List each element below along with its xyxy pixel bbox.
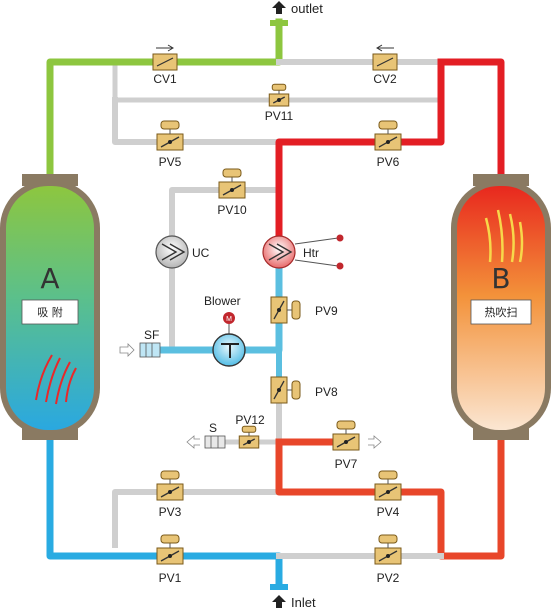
actuator-icon (378, 120, 398, 130)
tower-b: B 热吹扫 (451, 174, 551, 440)
hot-flow-arrows-icon (484, 209, 524, 263)
blower-label: Blower (204, 294, 241, 308)
arrow-left-icon (376, 44, 394, 52)
motor-icon (223, 312, 235, 324)
pipe-red-b-top (437, 58, 505, 189)
pv11-label: PV11 (265, 109, 294, 123)
valve-pv2[interactable]: PV2 (374, 534, 402, 585)
actuator-icon (291, 380, 301, 400)
pv8-label: PV8 (315, 385, 338, 399)
check-valve-cv2[interactable]: CV2 (372, 44, 398, 86)
heater-coil-icon (268, 243, 293, 261)
heater-htr: Htr (262, 234, 344, 270)
pv3-label: PV3 (159, 505, 182, 519)
arrow-right-icon (156, 44, 174, 52)
pv12-label: PV12 (235, 413, 265, 427)
pv5-label: PV5 (159, 155, 182, 169)
outlet-arrow-icon (272, 1, 286, 14)
sf-label: SF (144, 328, 159, 342)
motor-label: M (226, 316, 232, 323)
valve-pv7[interactable]: PV7 (332, 420, 360, 471)
cooler-uc: UC (155, 235, 210, 269)
pv10-label: PV10 (217, 203, 247, 217)
actuator-icon (271, 83, 287, 91)
tower-a-label: 吸 附 (37, 305, 63, 319)
vent-arrow-icon (186, 435, 200, 449)
valve-pv10[interactable]: PV10 (217, 168, 247, 217)
pv9-label: PV9 (315, 304, 338, 318)
actuator-icon (241, 425, 257, 433)
valve-pv1[interactable]: PV1 (156, 534, 184, 585)
tower-b-label: 热吹扫 (485, 306, 518, 319)
outlet-port: outlet (270, 1, 323, 26)
actuator-icon (378, 470, 398, 480)
actuator-icon (160, 470, 180, 480)
silencer-s: S (186, 421, 226, 449)
inlet-arrow-icon (272, 595, 286, 608)
blower: Blower M (204, 294, 246, 367)
coil-icon (161, 243, 186, 261)
actuator-icon (336, 420, 356, 430)
pv7-vent-arrow-icon (368, 435, 382, 449)
valve-pv4[interactable]: PV4 (374, 470, 402, 519)
silencer-label: S (209, 421, 217, 435)
cv1-label: CV1 (153, 72, 177, 86)
actuator-icon (160, 120, 180, 130)
pv7-label: PV7 (335, 457, 358, 471)
blower-impeller-icon (221, 343, 239, 358)
actuator-icon (160, 534, 180, 544)
cv2-label: CV2 (373, 72, 397, 86)
check-valve-cv1[interactable]: CV1 (152, 44, 178, 86)
inlet-label: Inlet (291, 595, 316, 610)
valve-pv12[interactable]: PV12 (235, 413, 265, 449)
tower-a-letter: A (40, 262, 59, 295)
valve-pv8[interactable]: PV8 (270, 376, 338, 404)
valve-pv3[interactable]: PV3 (156, 470, 184, 519)
flow-arrows-icon (35, 354, 77, 405)
pv1-label: PV1 (159, 571, 182, 585)
tower-b-letter: B (491, 262, 510, 295)
pipe-red-heater (275, 58, 445, 264)
valve-pv5[interactable]: PV5 (156, 120, 184, 169)
filter-sf: SF (119, 328, 161, 358)
valve-pv6[interactable]: PV6 (374, 120, 402, 169)
pv2-label: PV2 (377, 571, 400, 585)
pipe-red-b-bottom2 (275, 428, 505, 560)
tower-a: A 吸 附 (0, 174, 100, 440)
inlet-port: Inlet (270, 584, 316, 610)
pipe-pv5-line (112, 97, 282, 145)
valve-pv9[interactable]: PV9 (270, 296, 338, 324)
actuator-icon (222, 168, 242, 178)
actuator-icon (378, 534, 398, 544)
sf-arrow-icon (119, 343, 135, 357)
uc-label: UC (192, 246, 210, 260)
heater-label: Htr (303, 246, 319, 260)
heater-terminal-icon (336, 262, 344, 270)
pv6-label: PV6 (377, 155, 400, 169)
valve-pv11[interactable]: PV11 (265, 83, 294, 123)
outlet-label: outlet (291, 1, 323, 16)
pv4-label: PV4 (377, 505, 400, 519)
actuator-icon (291, 300, 301, 320)
heater-terminal-icon (336, 234, 344, 242)
